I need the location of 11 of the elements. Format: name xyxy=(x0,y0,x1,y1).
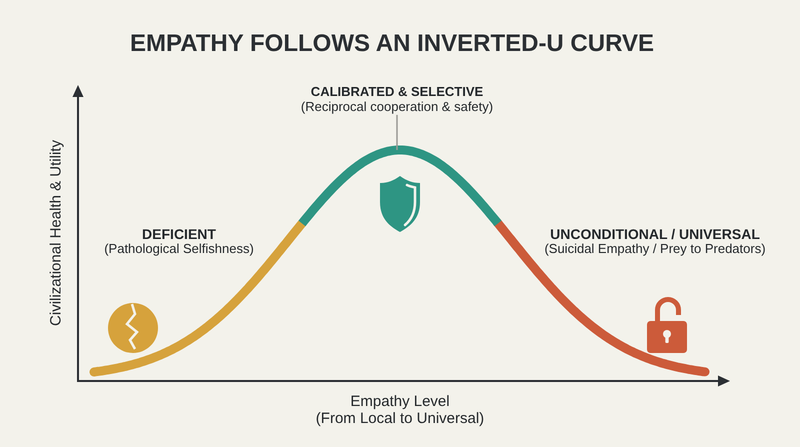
zone-heading: UNCONDITIONAL / UNIVERSAL xyxy=(550,226,760,242)
zone-description: (Pathological Selfishness) xyxy=(104,242,254,257)
zone-description: (Reciprocal cooperation & safety) xyxy=(300,100,494,115)
leader-line xyxy=(396,114,398,150)
y-axis-label: Civilizational Health & Utility xyxy=(47,140,65,326)
x-axis-label: (From Local to Universal) xyxy=(316,410,484,428)
zone-heading: CALIBRATED & SELECTIVE xyxy=(310,85,484,100)
x-axis-label: Empathy Level xyxy=(350,393,450,410)
title: EMPATHY FOLLOWS AN INVERTED-U CURVE xyxy=(130,30,654,58)
zone-heading: DEFICIENT xyxy=(142,226,216,242)
zone-description: (Suicidal Empathy / Prey to Predators) xyxy=(544,242,766,257)
